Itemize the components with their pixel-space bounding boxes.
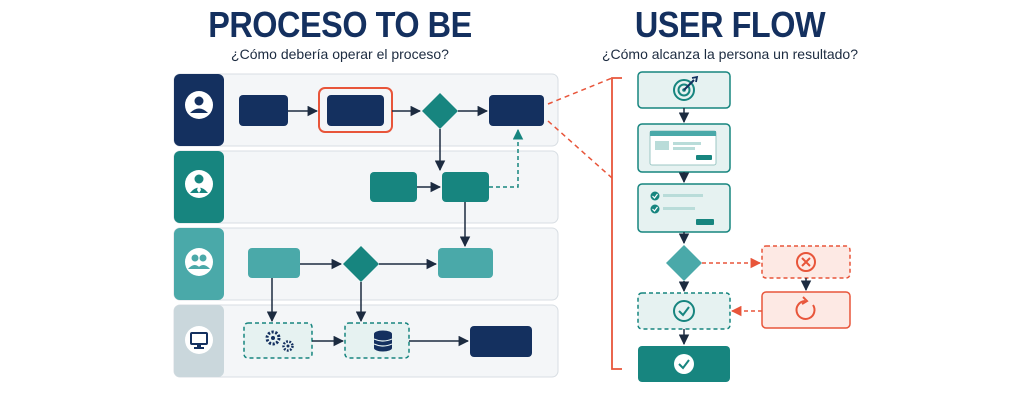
user-flow-step-validation[interactable]	[637, 292, 731, 330]
user-flow-step-retry[interactable]	[761, 291, 851, 329]
lane1-decision[interactable]	[422, 93, 458, 129]
group-icon	[185, 248, 213, 276]
form-screen-icon	[649, 130, 717, 166]
lane3-task-2[interactable]	[438, 248, 493, 278]
lane3-decision[interactable]	[343, 246, 379, 282]
swimlane-2	[173, 150, 559, 224]
lane1-task-1[interactable]	[239, 95, 288, 126]
user-flow-decision[interactable]	[666, 245, 702, 281]
lane2-task-1[interactable]	[370, 172, 417, 202]
monitor-icon	[185, 326, 213, 354]
retry-icon	[795, 296, 816, 320]
person-tie-icon	[185, 170, 213, 198]
error-x-icon	[796, 252, 816, 272]
lane1-task-3[interactable]	[489, 95, 544, 126]
user-flow-subtitle: ¿Cómo alcanza la persona un resultado?	[601, 46, 859, 62]
user-flow-title: USER FLOW	[634, 4, 826, 45]
checklist-icon	[650, 191, 714, 225]
user-icon	[185, 91, 213, 119]
user-flow-step-checklist[interactable]	[637, 183, 731, 233]
lane2-return-dashed-arrow	[489, 128, 524, 188]
check-circle-icon	[673, 300, 695, 322]
proceso-to-be-subtitle: ¿Cómo debería operar el proceso?	[231, 46, 449, 62]
proceso-to-be-title: PROCESO TO BE	[208, 4, 472, 45]
check-circle-icon	[674, 354, 694, 374]
lane4-task-3[interactable]	[470, 326, 532, 357]
user-flow-step-result[interactable]	[638, 346, 730, 382]
database-icon	[373, 330, 393, 352]
user-flow-step-error[interactable]	[761, 245, 851, 279]
lane1-task-2[interactable]	[327, 95, 384, 126]
target-icon	[673, 75, 699, 101]
lane1-task-highlighted-frame	[318, 87, 393, 133]
zoom-connector	[547, 77, 622, 370]
user-flow-step-form[interactable]	[637, 123, 731, 173]
user-flow-step-goal[interactable]	[637, 71, 731, 109]
lane2-task-2[interactable]	[442, 172, 489, 202]
lane3-task-1[interactable]	[248, 248, 300, 278]
lane4-system-task-1[interactable]	[243, 322, 313, 359]
gears-icon	[265, 330, 294, 352]
